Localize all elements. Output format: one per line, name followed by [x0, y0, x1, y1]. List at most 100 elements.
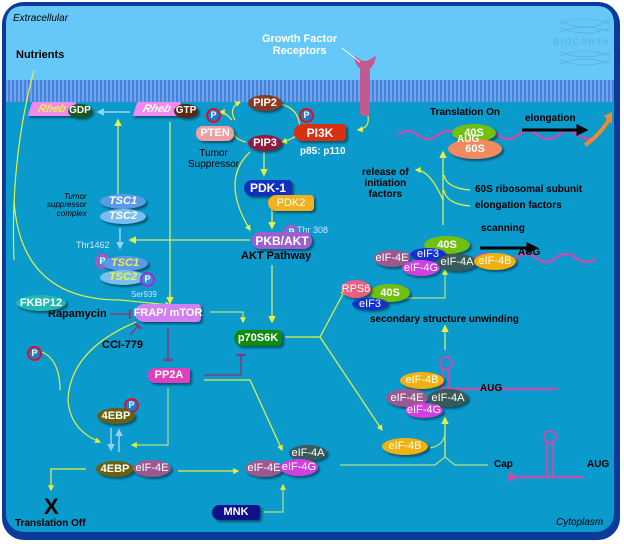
cci779-label: CCI-779 — [102, 339, 143, 351]
tumor-suppressor-label: Tumor Suppressor — [188, 148, 240, 170]
eif4b-free-node[interactable]: eIF-4B — [382, 438, 428, 455]
pp2a-label: PP2A — [154, 369, 184, 381]
fkbp12-label: FKBP12 — [19, 296, 63, 309]
40s-top-label: 40S — [464, 126, 484, 139]
eif4g-scan-node[interactable]: eIF-4G — [402, 260, 440, 276]
rps6-label: RPS6 — [341, 282, 371, 295]
eif3-rps6-node[interactable]: eIF3 — [352, 298, 388, 310]
frap-mtor-label: FRAP/ mTOR — [133, 306, 203, 319]
cell-membrane — [6, 80, 614, 102]
eif3-rps6-label: eIF3 — [358, 297, 381, 310]
gtp-node[interactable]: GTP — [174, 104, 198, 118]
eif4a-hairpin-node[interactable]: eIF-4A — [428, 389, 468, 407]
gtp-label: GTP — [175, 105, 197, 116]
elong-factor-join-line — [443, 189, 471, 207]
pten-to-pip2-arrow — [231, 101, 242, 121]
phosphate-icon: P — [299, 108, 314, 123]
rheb-gdp-label: Rheb — [36, 102, 68, 115]
pip3-node[interactable]: PIP3 — [248, 135, 282, 151]
translation-off-label: Translation Off — [15, 518, 86, 529]
mnk-label: MNK — [223, 506, 249, 518]
eif4g-complex-node[interactable]: eIF-4G — [280, 459, 318, 476]
tsc2-node[interactable]: TSC2 — [100, 209, 146, 224]
aug-hairpin-label: AUG — [480, 383, 503, 394]
biocarta-brand: BIOCARTA — [553, 37, 611, 47]
cytoplasm-label: Cytoplasm — [556, 517, 604, 528]
akt-pathway-label: AKT Pathway — [241, 250, 312, 262]
tsc1-node[interactable]: TSC1 — [100, 194, 146, 209]
4ebp-phospho-node[interactable]: 4EBP — [97, 408, 135, 424]
eif4e-scan-node[interactable]: eIF-4E — [374, 250, 410, 267]
pten-node[interactable]: PTEN — [196, 126, 234, 141]
rapamycin-label: Rapamycin — [48, 308, 107, 320]
cap-icon — [507, 473, 515, 481]
tsc2-phospho-node[interactable]: TSC2 — [100, 270, 146, 285]
pkb-akt-node[interactable]: PKB/AKT — [252, 232, 312, 249]
nutrients-arrow — [12, 69, 35, 261]
fkbp12-node[interactable]: FKBP12 — [16, 295, 66, 311]
p70s6k-node[interactable]: p70S6K — [234, 330, 282, 346]
thr1462-label: Thr1462 — [76, 240, 110, 250]
pdk2-label: PDK2 — [276, 196, 306, 209]
hairpin-icon — [439, 356, 557, 477]
tsc1-phospho-node[interactable]: TSC1 — [102, 256, 148, 271]
release-factors-arrow — [414, 167, 444, 201]
40s-top-node[interactable]: 40S — [452, 124, 496, 142]
40s-rps6-node[interactable]: 40S — [370, 284, 410, 302]
thr308-label: Thr 308 — [297, 225, 329, 235]
60s-ribosomal-subunit-label: 60S ribosomal subunit — [475, 184, 583, 195]
frap-mtor-node[interactable]: FRAP/ mTOR — [133, 304, 203, 322]
eif4a-complex-node[interactable]: eIF-4A — [289, 445, 327, 461]
aug-top-label: AUG — [457, 134, 480, 145]
eif4b-free-label: eIF-4B — [388, 440, 422, 452]
eif4g-hairpin-node[interactable]: eIF-4G — [405, 403, 443, 418]
eif3-scan-node[interactable]: eIF3 — [410, 248, 446, 261]
ser939-label: Ser939 — [131, 290, 157, 299]
tsc1-label: TSC1 — [108, 195, 138, 207]
4ebp-node[interactable]: 4EBP — [96, 461, 134, 477]
p70s6k-to-eif4b-arrow — [319, 336, 383, 431]
60s-join-line — [443, 174, 471, 191]
eif4a-complex-label: eIF-4A — [291, 446, 325, 459]
pten-label: PTEN — [200, 127, 230, 139]
translation-on-label: Translation On — [430, 107, 501, 118]
mnk-to-eif4e-arrow — [264, 483, 286, 513]
60s-top-node[interactable]: 60S — [448, 139, 502, 159]
40s-scan-label: 40S — [437, 238, 457, 251]
rps6-node[interactable]: RPS6 — [341, 280, 371, 298]
eif4a-scan-node[interactable]: eIF-4A — [437, 254, 477, 271]
eif4a-scan-label: eIF-4A — [440, 256, 474, 268]
eif4g-hairpin-label: eIF-4G — [406, 404, 442, 416]
biocarta-logo-icon — [559, 18, 611, 66]
pp2a-node[interactable]: PP2A — [148, 368, 190, 383]
phosphate-icon: P — [206, 108, 221, 123]
pip2-node[interactable]: PIP2 — [248, 95, 282, 111]
rheb-gtp-label: Rheb — [141, 102, 173, 115]
pip3-to-akt-arrow — [234, 151, 251, 232]
pi3k-node[interactable]: PI3K — [294, 124, 346, 141]
eif4g-scan-label: eIF-4G — [403, 261, 439, 274]
pp2a-to-4ebp-arrow — [130, 388, 169, 448]
extracellular-region — [6, 6, 614, 88]
eif4e-hairpin-node[interactable]: eIF-4E — [386, 389, 428, 407]
eif4e-complex-node[interactable]: eIF-4E — [245, 460, 283, 477]
mnk-node[interactable]: MNK — [212, 505, 260, 520]
cci779-inhibit — [129, 322, 143, 336]
pdk2-node[interactable]: PDK2 — [268, 195, 314, 211]
eif4b-scan-node[interactable]: eIF-4B — [474, 253, 516, 270]
gdp-node[interactable]: GDP — [68, 104, 92, 118]
pi3k-label: PI3K — [306, 125, 334, 140]
eif4e-hairpin-label: eIF-4E — [390, 391, 424, 404]
eif4e-bound-node[interactable]: eIF-4E — [133, 460, 171, 477]
p85-p110-label: p85: p110 — [300, 146, 346, 157]
rps6-to-scan-arrow — [405, 268, 448, 299]
extracellular-label: Extracellular — [13, 13, 69, 24]
eif4a-hairpin-label: eIF-4A — [431, 391, 465, 404]
mtor-to-p70s6k-arrow — [210, 311, 246, 324]
tsc2-label: TSC2 — [108, 210, 138, 222]
tumor-suppressor-complex-label: Tumor suppressor complex — [47, 192, 87, 218]
eif4b-hairpin-node[interactable]: eIF-4B — [400, 372, 444, 389]
pdk1-node[interactable]: PDK-1 — [244, 180, 292, 196]
x-mark-icon: X — [44, 494, 59, 519]
eif4e-scan-label: eIF-4E — [375, 252, 409, 264]
